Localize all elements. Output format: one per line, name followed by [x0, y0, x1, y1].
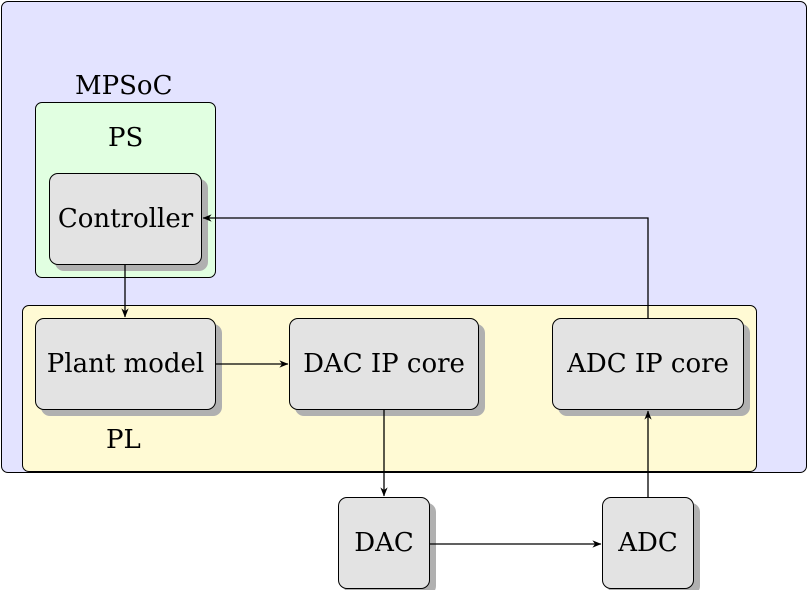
adc-block: ADC: [602, 497, 694, 589]
pl-label: PL: [106, 425, 141, 455]
dac-ip-core-block: DAC IP core: [289, 318, 479, 410]
mpsoc-label: MPSoC: [75, 71, 173, 101]
dac-block: DAC: [338, 497, 430, 589]
adc-ip-core-block: ADC IP core: [552, 318, 744, 410]
wire-adc-ip-core-to-controller: [202, 214, 649, 318]
controller-block: Controller: [49, 173, 202, 265]
plant-model-block: Plant model: [35, 318, 216, 410]
ps-label: PS: [108, 123, 144, 153]
